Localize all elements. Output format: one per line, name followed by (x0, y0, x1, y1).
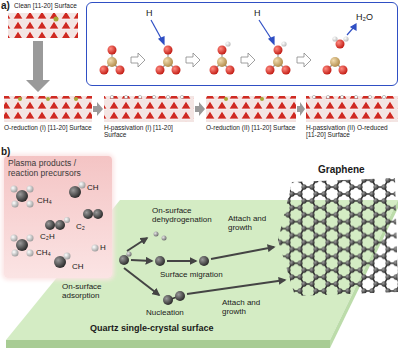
text-slot: Plasma products / reaction precursors (8, 159, 108, 179)
text-slot: H (146, 8, 160, 18)
text-slot: H (100, 243, 110, 252)
step-label: Clean [11-20] Surface (14, 2, 84, 9)
text-slot: O-reduction (I) [11-20] Surface (4, 124, 94, 131)
text-slot: On-surface dehydrogenation (152, 206, 222, 224)
text-slot: Attach and growth (228, 214, 274, 232)
text-slot: H (254, 8, 268, 18)
text-slot: Nucleation (146, 308, 196, 317)
text-slot: CH (72, 262, 92, 271)
text-slot: CH (87, 183, 107, 192)
atom-label: H (146, 8, 160, 18)
text-slot: Surface migration (160, 270, 240, 279)
text-slot: H₂O (356, 12, 386, 22)
text-slot: b) (1, 146, 17, 158)
text-slot: Clean [11-20] Surface (14, 2, 84, 9)
text-slot: C₂ (76, 222, 92, 231)
surface-label: Quartz single-crystal surface (90, 323, 270, 333)
process-label: Attach and growth (228, 214, 274, 232)
step-label: H-passivation (I) [11-20] Surface (104, 124, 196, 139)
molecule-label: H₂O (356, 12, 386, 22)
text-slot: O-reduction (II) [11-20] Surface (206, 124, 298, 131)
step-label: O-reduction (I) [11-20] Surface (4, 124, 94, 131)
process-label: On-surface adsorption (62, 282, 117, 300)
molecule-label: CH (72, 262, 92, 271)
step-label: O-reduction (II) [11-20] Surface (206, 124, 298, 131)
molecule-label: CH (87, 183, 107, 192)
step-label: H-passivation (II) O-reduced [11-20] Sur… (306, 124, 398, 139)
text-slot: C₂H (40, 232, 64, 241)
molecule-label: CH₄ (37, 196, 59, 205)
text-slot: Quartz single-crystal surface (90, 323, 270, 333)
text-slot: Graphene (318, 164, 382, 176)
atom-label: H (254, 8, 268, 18)
text-slot: CH₄ (36, 248, 58, 257)
text-slot: H-passivation (II) O-reduced [11-20] Sur… (306, 124, 398, 139)
process-label: Attach and growth (222, 298, 268, 316)
process-label: On-surface dehydrogenation (152, 206, 222, 224)
box-title: Plasma products / reaction precursors (8, 159, 108, 179)
text-slot: Attach and growth (222, 298, 268, 316)
panel-letter: b) (1, 146, 17, 158)
molecule-label: C₂ (76, 222, 92, 231)
process-label: Nucleation (146, 308, 196, 317)
text-slot: H-passivation (I) [11-20] Surface (104, 124, 196, 139)
graphene-label: Graphene (318, 164, 382, 176)
atom-label: H (100, 243, 110, 252)
text-slot: CH₄ (37, 196, 59, 205)
reaction-inset-box: H H H₂O (86, 2, 398, 86)
molecule-label: CH₄ (36, 248, 58, 257)
text-slot: On-surface adsorption (62, 282, 117, 300)
molecule-label: C₂H (40, 232, 64, 241)
process-label: Surface migration (160, 270, 240, 279)
